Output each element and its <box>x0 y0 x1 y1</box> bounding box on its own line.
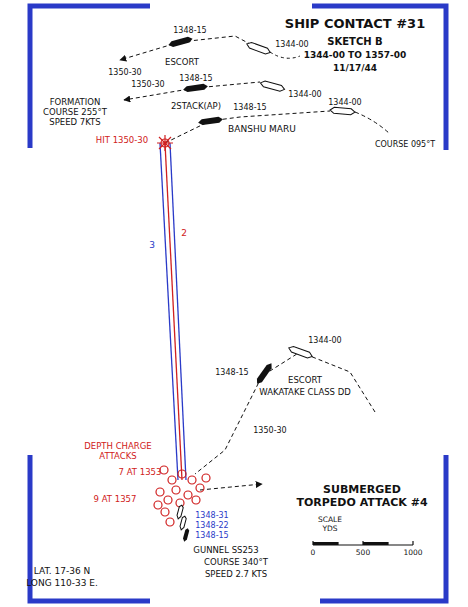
chart-annotation: 1344-00 <box>288 90 321 99</box>
chart-annotation: 1344-00 <box>275 40 308 49</box>
sketch-label: SKETCH B <box>327 36 382 48</box>
scale-bar <box>313 541 413 545</box>
chart-annotation: COURSE 095°T <box>375 140 435 149</box>
chart-annotation: BANSHU MARU <box>228 124 296 134</box>
chart-annotation: 1350-30 <box>108 68 141 77</box>
chart-annotation: 1350-30 <box>131 80 164 89</box>
chart-annotation: 1348-15 <box>179 74 212 83</box>
chart-annotation: LONG 110-33 E. <box>26 578 98 588</box>
chart-annotation: SUBMERGED TORPEDO ATTACK #4 <box>296 484 428 509</box>
chart-annotation: 1348-15 <box>173 26 206 35</box>
chart-annotation: 1348-31 <box>195 511 228 520</box>
frame-bracket <box>30 6 446 601</box>
chart-annotation: 1348-15 <box>195 531 228 540</box>
chart-annotation: 7 AT 1353 <box>119 468 162 478</box>
escort-track <box>120 36 300 60</box>
submarine-position <box>176 505 189 543</box>
chart-annotation: 1348-15 <box>215 368 248 377</box>
chart-annotation: 500 <box>356 549 370 558</box>
chart-annotation: ESCORT <box>288 376 322 386</box>
banshu-track <box>165 107 390 143</box>
time-range: 1344-00 TO 1357-00 <box>304 50 407 60</box>
escort-track <box>195 345 375 490</box>
chart-annotation: DEPTH CHARGE ATTACKS <box>78 442 158 462</box>
chart-annotation: 1000 <box>403 549 422 558</box>
chart-annotation: 2STACK(AP) <box>171 102 221 112</box>
chart-annotation: 1344-00 <box>308 336 341 345</box>
chart-annotation: 3 <box>149 240 155 250</box>
chart-annotation: 9 AT 1357 <box>94 495 137 505</box>
chart-annotation: 1350-30 <box>253 426 286 435</box>
chart-annotation: 1348-15 <box>233 103 266 112</box>
chart-annotation: SPEED 2.7 KTS <box>205 570 267 580</box>
chart-annotation: FORMATION COURSE 255°T SPEED 7KTS <box>31 98 119 127</box>
sketch-title: SHIP CONTACT #31 <box>285 17 425 32</box>
chart-annotation: LAT. 17-36 N <box>34 566 91 576</box>
chart-annotation: COURSE 340°T <box>204 558 268 568</box>
chart-annotation: GUNNEL SS253 <box>193 546 258 556</box>
chart-annotation: ESCORT <box>165 58 199 68</box>
hit-burst <box>157 135 173 151</box>
chart-annotation: SCALE YDS <box>310 516 350 533</box>
date-label: 11/17/44 <box>333 63 377 73</box>
chart-annotation: HIT 1350-30 <box>96 136 148 146</box>
chart-annotation: 2 <box>181 228 187 238</box>
torpedo-track <box>160 143 186 480</box>
chart-annotation: WAKATAKE CLASS DD <box>259 388 351 398</box>
chart-annotation: 1348-22 <box>195 521 228 530</box>
chart-annotation: 0 <box>311 549 316 558</box>
chart-annotation: 1344-00 <box>328 98 361 107</box>
